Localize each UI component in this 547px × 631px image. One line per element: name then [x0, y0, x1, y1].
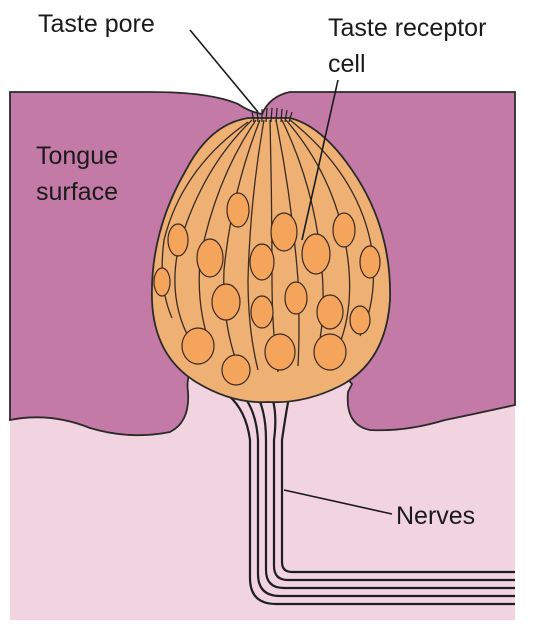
- nerves-label: Nerves: [396, 502, 475, 530]
- taste-receptor-label-line2: cell: [328, 50, 366, 78]
- taste-receptor-label-line1: Taste receptor: [328, 14, 486, 42]
- tongue-surface-label-line2: surface: [36, 178, 118, 206]
- taste-pore-label: Taste pore: [38, 10, 155, 38]
- tongue-surface-label-line1: Tongue: [36, 142, 118, 170]
